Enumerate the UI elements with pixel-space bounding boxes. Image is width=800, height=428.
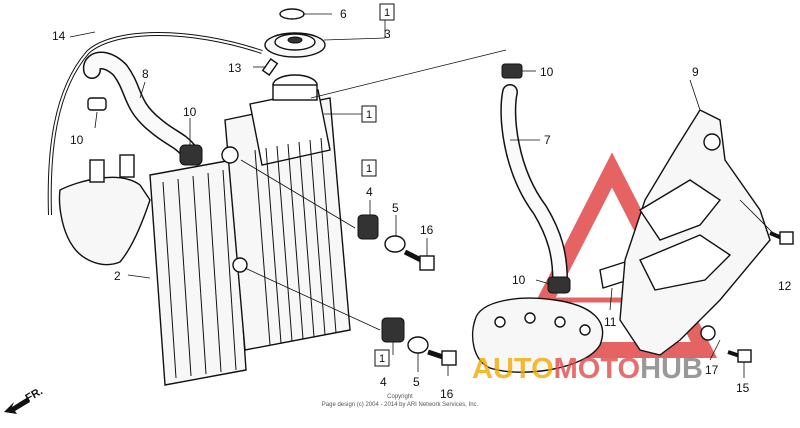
boxed-ref-1: 1 [379,353,385,365]
watermark-text: AUTOMOTOHUB [472,353,703,385]
grommet-upper [357,214,379,240]
engine-cylinder [58,176,151,266]
callout-5: 5 [392,201,399,215]
collar-lower [407,336,429,354]
boxed-refs: 1 1 1 1 [361,3,395,367]
callout-9: 9 [692,65,699,79]
hose-clamp [87,97,107,111]
callout-11: 11 [604,315,617,329]
callout-10: 10 [70,133,84,147]
callout-2: 2 [114,269,121,283]
callout-6: 6 [340,7,347,21]
boxed-ref-1: 1 [384,7,390,19]
callout-13: 13 [228,61,242,75]
callout-10: 10 [512,273,526,287]
watermark-part-hub: HUB [640,353,703,385]
grommet-lower [381,317,405,343]
guard-bolt-15 [727,349,752,363]
callout-5: 5 [413,375,420,389]
radiator-louver [149,159,247,386]
front-label: FR. [24,385,45,404]
hose-clamp-3 [501,63,523,79]
hose-clamp-4 [547,276,571,294]
radiator-guard [619,109,771,356]
boxed-ref-1: 1 [366,163,372,175]
watermark-part-moto: MOTO [554,353,640,385]
callout-8: 8 [142,67,149,81]
bolt-upper [403,249,435,271]
callout-4: 4 [366,185,373,199]
callout-3: 3 [384,27,391,41]
collar-upper [384,235,406,253]
boxed-ref-1: 1 [366,109,372,121]
radiator-cap [264,32,326,58]
callout-12: 12 [778,279,792,293]
callouts: 14 8 10 10 2 13 6 3 10 7 9 4 5 16 10 11 … [52,7,792,401]
callout-10: 10 [183,105,197,119]
hose-clamp-2 [179,144,203,166]
callout-17: 17 [705,363,719,377]
callout-16: 16 [420,223,434,237]
leader-lines [69,13,776,378]
callout-14: 14 [52,29,66,43]
callout-4: 4 [380,375,387,389]
front-arrow-icon [4,397,30,414]
bolt-lower [427,349,457,366]
copyright-text: Page design (c) 2004 - 2014 by ARI Netwo… [322,402,479,408]
callout-7: 7 [544,133,551,147]
cap-seal [279,8,305,20]
callout-16: 16 [440,387,454,401]
callout-15: 15 [736,381,750,395]
copyright-title: Copyright [387,394,413,400]
watermark-part-auto: AUTO [472,353,554,385]
cylinder-head [472,297,604,373]
drain-bolt [261,57,279,77]
callout-10: 10 [540,65,554,79]
radiator [221,74,351,351]
guard-bolt-12 [769,231,794,245]
front-direction-indicator: FR. [4,385,45,414]
